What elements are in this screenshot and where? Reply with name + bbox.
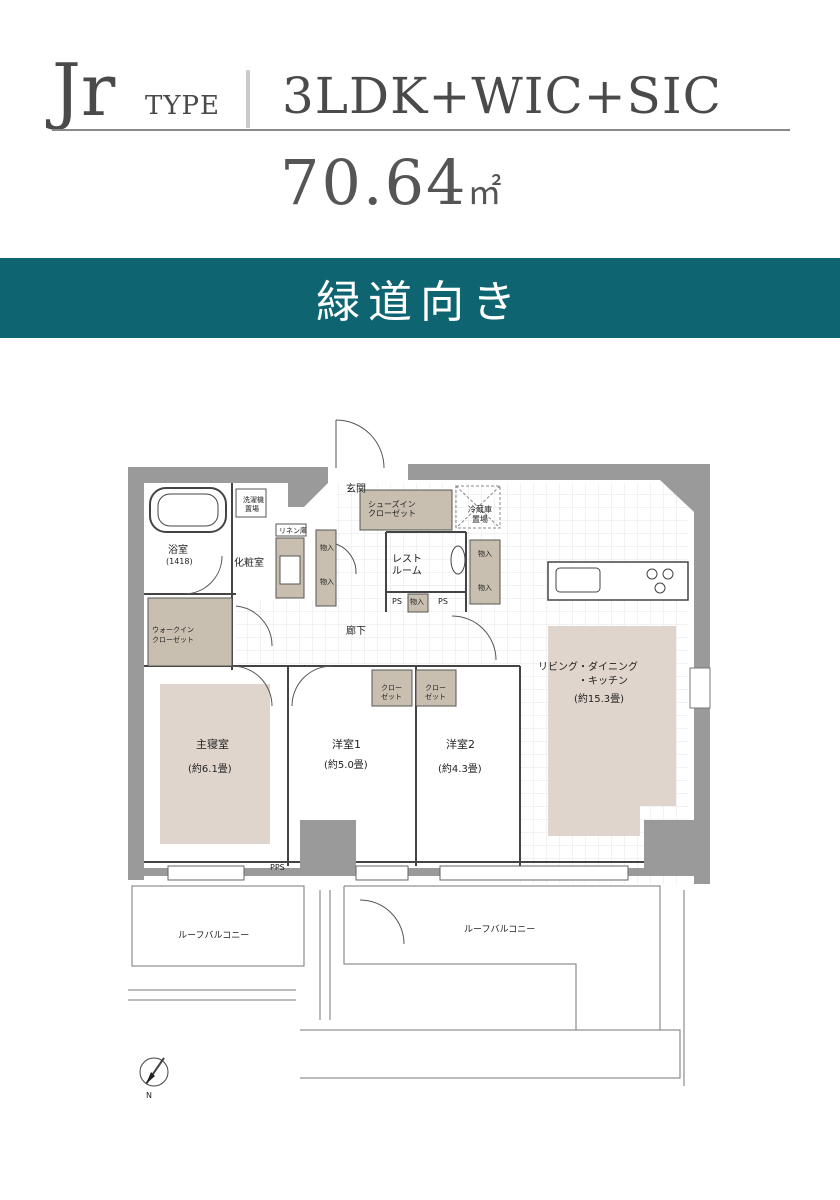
label-storage-c: 物入 bbox=[478, 549, 492, 558]
label-ps-1: PS bbox=[392, 597, 402, 606]
label-storage-d: 物入 bbox=[478, 583, 492, 592]
stove-icon bbox=[646, 568, 674, 594]
toilet bbox=[450, 545, 466, 575]
label-closet-1a: クロー bbox=[381, 684, 402, 692]
label-roof-balcony-right: ルーフバルコニー bbox=[464, 924, 535, 935]
bathtub-inner bbox=[157, 493, 219, 527]
label-ps-2: PS bbox=[438, 597, 448, 606]
bathtub bbox=[149, 487, 227, 533]
washer-space bbox=[235, 488, 267, 518]
label-roof-balcony-left: ルーフバルコニー bbox=[178, 930, 249, 941]
label-fridge-2: 置場 bbox=[472, 514, 488, 524]
label-pps: PPS bbox=[270, 863, 285, 872]
room-labels: 玄関 シューズイン クローゼット 冷蔵庫 置場 洗濯機 置場 リネン庫 浴室 (… bbox=[152, 482, 638, 941]
floor-area: 70.64㎡ bbox=[280, 150, 504, 226]
kitchen-sink bbox=[555, 567, 601, 593]
label-laundry-1: 洗濯機 bbox=[243, 495, 264, 504]
storage-blocks bbox=[147, 489, 501, 707]
vanity-basin bbox=[279, 555, 301, 585]
label-hallway: 廊下 bbox=[346, 624, 366, 637]
label-master-size: (約6.1畳) bbox=[188, 762, 232, 775]
compass-north: N bbox=[146, 1091, 152, 1100]
windows bbox=[167, 865, 629, 881]
label-bath-size: (1418) bbox=[166, 557, 193, 566]
label-sic-2: クローゼット bbox=[368, 508, 416, 518]
label-powder: 化粧室 bbox=[234, 556, 264, 569]
type-label: TYPE bbox=[145, 91, 220, 121]
compass-icon: N bbox=[139, 1057, 169, 1100]
outer-walls bbox=[128, 464, 711, 884]
label-closet-2b: ゼット bbox=[425, 692, 446, 701]
orientation-banner: 緑道向き bbox=[0, 258, 840, 338]
label-closet-2a: クロー bbox=[425, 684, 446, 692]
label-restroom-2: ルーム bbox=[392, 565, 422, 577]
label-sic-1: シューズイン bbox=[368, 499, 416, 509]
header-rule bbox=[52, 129, 790, 131]
label-wic-2: クローゼット bbox=[152, 635, 194, 644]
master-floor bbox=[160, 684, 270, 844]
label-fridge-1: 冷蔵庫 bbox=[468, 504, 492, 514]
linen-storage bbox=[275, 523, 307, 537]
label-closet-1b: ゼット bbox=[381, 692, 402, 701]
label-linen: リネン庫 bbox=[279, 526, 307, 535]
floor-area-value: 70.64 bbox=[280, 146, 468, 219]
plan-type: 3LDK+WIC+SIC bbox=[282, 67, 722, 125]
label-restroom-1: レスト bbox=[392, 554, 422, 565]
fridge-space bbox=[455, 485, 501, 529]
label-western1: 洋室1 bbox=[332, 737, 361, 751]
label-western1-size: (約5.0畳) bbox=[324, 758, 368, 771]
label-master: 主寝室 bbox=[196, 737, 229, 751]
label-western2: 洋室2 bbox=[446, 737, 475, 751]
doors bbox=[183, 419, 497, 945]
label-laundry-2: 置場 bbox=[245, 504, 259, 513]
header-separator bbox=[246, 70, 250, 128]
label-western2-size: (約4.3畳) bbox=[438, 762, 482, 775]
floor-area-unit: ㎡ bbox=[467, 173, 504, 213]
roof-balcony bbox=[128, 885, 685, 1086]
label-ldk-2: ・キッチン bbox=[578, 675, 628, 687]
label-storage-e: 物入 bbox=[410, 597, 424, 606]
label-ldk-size: (約15.3畳) bbox=[574, 692, 624, 705]
label-genkan: 玄関 bbox=[346, 482, 366, 495]
orientation-text: 緑道向き bbox=[316, 277, 524, 328]
label-ldk-1: リビング・ダイニング bbox=[538, 660, 638, 673]
type-letter: Jr bbox=[52, 48, 116, 132]
label-bath: 浴室 bbox=[168, 543, 188, 556]
hallway-tile-floor bbox=[236, 600, 520, 664]
ldk-floor bbox=[548, 626, 676, 836]
label-storage-b: 物入 bbox=[320, 577, 334, 586]
label-wic-1: ウォークイン bbox=[152, 626, 194, 634]
label-storage-a: 物入 bbox=[320, 543, 334, 552]
